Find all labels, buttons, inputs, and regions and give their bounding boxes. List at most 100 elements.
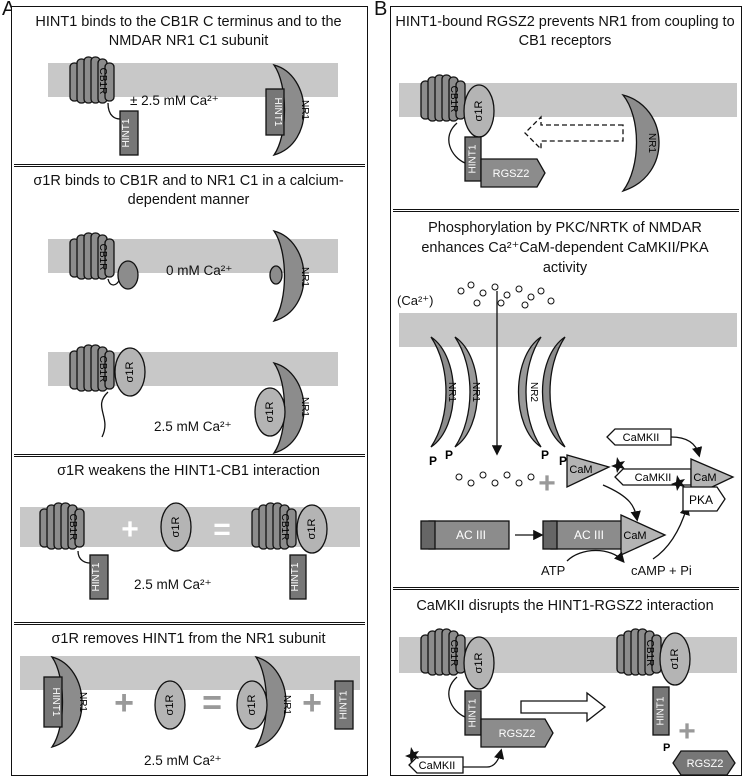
nr1-subunit-b1 xyxy=(621,93,660,193)
cam-label-camkii: CaM xyxy=(693,472,716,484)
rgsz2-label-b3-bound: RGSZ2 xyxy=(499,728,536,740)
cam-label-free: CaM xyxy=(569,464,592,476)
cam-bound-ac3 xyxy=(620,513,667,557)
hint1-nr1-a4-left xyxy=(43,676,63,728)
nr2-subunit-b2-inner xyxy=(517,336,542,448)
plus-operator-b2: + xyxy=(538,467,556,500)
active-star-pka xyxy=(671,475,685,491)
nr1-label-a1: NR1 xyxy=(299,100,310,120)
cb1r-label-a2-top: CB1R xyxy=(97,244,108,271)
heading-a2: σ1R binds to CB1R and to NR1 C1 in a cal… xyxy=(33,173,344,208)
sigma1r-b3-right xyxy=(659,632,691,686)
phospho-b2-3: P xyxy=(541,448,549,462)
hint1-label-b3-right: HINT1 xyxy=(656,696,667,725)
calcium-label-b2: (Ca²⁺) xyxy=(397,293,434,308)
pka-label: PKA xyxy=(689,493,713,507)
hint1-label-a4-left: HINT1 xyxy=(50,688,61,717)
calcium-condition-a4: 2.5 mM Ca²⁺ xyxy=(144,753,222,768)
heading-b3: CaMKII disrupts the HINT1-RGSZ2 interact… xyxy=(416,598,714,614)
plus-operator-a4-left: + xyxy=(114,684,134,722)
nr1-label-a2-top: NR1 xyxy=(299,267,310,287)
cam-free xyxy=(566,454,611,489)
ac3-inactive xyxy=(428,520,510,550)
panel-b-drawing: CB1R σ1R HINT1 RGSZ2 NR1 NR1 NR1 NR2 P P… xyxy=(405,74,736,776)
equals-operator-a4: = xyxy=(202,684,222,722)
camkii-label-active: CaMKII xyxy=(635,472,672,484)
sigma1r-label-a3-free: σ1R xyxy=(170,517,182,538)
cb1r-label-b1: CB1R xyxy=(448,86,459,113)
cb1r-label-b3-right: CB1R xyxy=(644,640,655,667)
sigma1r-label-a2-bound: σ1R xyxy=(124,362,136,383)
plus-operator-a3: + xyxy=(121,513,139,546)
calcium-condition-a1: ± 2.5 mM Ca²⁺ xyxy=(130,93,219,108)
nr1-label-b1: NR1 xyxy=(646,133,657,153)
hint1-site-a2 xyxy=(117,260,139,290)
camkii-inactive xyxy=(606,428,672,446)
hint1-label-a3-left: HINT1 xyxy=(91,562,102,591)
sigma1r-label-nr1-a4: σ1R xyxy=(246,695,258,716)
calcium-condition-a3: 2.5 mM Ca²⁺ xyxy=(134,577,212,592)
nr1-label-a2-bottom: NR1 xyxy=(299,397,310,417)
cb1r-label-a3-right: CB1R xyxy=(279,514,290,541)
plus-operator-a4-right: + xyxy=(302,684,322,722)
nr2-subunit-b2-outer xyxy=(541,336,566,448)
hint1-label-b1: HINT1 xyxy=(468,144,479,173)
nr1-subunit-b2-outer xyxy=(430,336,455,448)
nr1-subunit-b2-inner xyxy=(454,336,479,448)
ac3-label-inactive: AC III xyxy=(456,528,486,542)
phospho-b2-2: P xyxy=(445,448,453,462)
heading-b2-line2: enhances Ca²⁺CaM-dependent CaMKII/PKA xyxy=(421,240,709,256)
nr2-label-b2: NR2 xyxy=(528,382,539,402)
phospho-b3: P xyxy=(663,742,670,754)
panel-letter-b: B xyxy=(374,0,388,20)
rgsz2-b3-bound xyxy=(480,718,554,748)
hint1-a1 xyxy=(119,110,139,156)
rgsz2-label-b3-free: RGSZ2 xyxy=(687,758,724,770)
cb1r-label-a3-left: CB1R xyxy=(67,514,78,541)
sigma1r-a3-free xyxy=(160,502,192,552)
sigma1r-label-b1: σ1R xyxy=(473,101,485,122)
heading-a1: HINT1 binds to the CB1R C terminus and t… xyxy=(35,14,342,49)
hint1-label-a4-free: HINT1 xyxy=(339,690,350,719)
calcium-condition-a2-zero: 0 mM Ca²⁺ xyxy=(166,263,233,278)
sigma1r-a2-bound xyxy=(114,347,146,397)
nr1-c1-site-a2 xyxy=(269,265,283,285)
hint1-a3-right xyxy=(289,554,307,600)
cam-label-ac3: CaM xyxy=(623,530,646,542)
hint1-b3-right xyxy=(652,686,670,736)
plus-operator-b3: + xyxy=(678,715,696,748)
cb1r-label-a1: CB1R xyxy=(97,68,108,95)
hint1-label-a3-right: HINT1 xyxy=(290,562,301,591)
heading-b1: HINT1-bound RGSZ2 prevents NR1 from coup… xyxy=(395,14,735,49)
camkii-label-inactive: CaMKII xyxy=(623,432,660,444)
blocked-coupling-arrow xyxy=(524,115,624,151)
atp-label: ATP xyxy=(541,563,566,578)
ac3-active xyxy=(550,520,628,550)
membrane-b2 xyxy=(399,313,737,347)
camkii-b3 xyxy=(408,756,464,774)
pka xyxy=(682,486,726,512)
camp-label: cAMP + Pi xyxy=(631,563,692,578)
cb1r-label-a2-bottom: CB1R xyxy=(97,356,108,383)
sigma1r-label-b3-left: σ1R xyxy=(473,653,485,674)
sigma1r-label-nr1-a2: σ1R xyxy=(264,402,276,423)
phospho-b2-4: P xyxy=(559,454,567,468)
heading-a3: σ1R weakens the HINT1-CB1 interaction xyxy=(57,463,320,479)
cb1r-label-b3-left: CB1R xyxy=(448,640,459,667)
sigma1r-label-a3-bound: σ1R xyxy=(306,519,318,540)
sigma1r-nr1-a2 xyxy=(254,387,286,437)
active-star-camkii xyxy=(611,457,625,473)
ac3-label-active: AC III xyxy=(574,528,604,542)
rgsz2-b1 xyxy=(480,158,546,188)
hint1-a4-free xyxy=(334,680,354,730)
hint1-label-nr1-a1: HINT1 xyxy=(272,98,283,127)
sigma1r-a4-free xyxy=(154,680,186,730)
nr1-label-b2-b: NR1 xyxy=(470,382,481,402)
camkii-label-b3: CaMKII xyxy=(419,760,456,772)
divider-a2 xyxy=(14,454,365,457)
divider-b2 xyxy=(393,587,739,590)
hint1-label-a1: HINT1 xyxy=(121,118,132,147)
panel-a-drawing: CB1R HINT1 HINT1 NR1 CB1R NR1 CB1R σ1R σ… xyxy=(39,56,354,748)
heading-b2-line3: activity xyxy=(542,260,588,276)
active-star-camkii-b3 xyxy=(405,747,419,763)
